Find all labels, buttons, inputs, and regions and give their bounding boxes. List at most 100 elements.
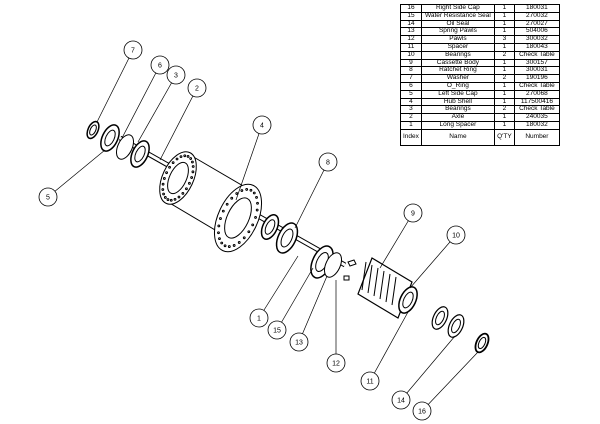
spring-pawls (324, 252, 342, 278)
bom-cell-number: 270032 (513, 11, 560, 21)
spoke-hole (217, 231, 220, 235)
spoke-hole (166, 198, 170, 201)
spoke-hole (191, 160, 194, 164)
bom-cell-qty: 1 (493, 120, 515, 130)
bearing-right-bore (402, 291, 414, 309)
spoke-hole (186, 155, 190, 158)
bom-cell-qty: 2 (493, 50, 515, 60)
balloon-circle (252, 115, 272, 135)
bom-cell-name: Left Side Cap (420, 89, 495, 99)
spoke-hole (223, 244, 227, 248)
spoke-hole (185, 187, 188, 191)
balloon-label: 3 (174, 73, 178, 80)
spoke-hole (191, 165, 195, 168)
washer (86, 120, 100, 140)
leader-line (235, 124, 263, 201)
spoke-hole (249, 188, 253, 192)
spoke-hole (219, 217, 222, 220)
balloon-label: 2 (195, 86, 199, 93)
leader-line (159, 87, 198, 161)
balloon-label: 6 (158, 63, 162, 70)
balloon-circle (38, 187, 58, 207)
spacer (431, 306, 449, 330)
spoke-hole (171, 161, 175, 165)
spoke-hole (252, 191, 256, 195)
spoke-hole (175, 157, 179, 161)
bom-cell-qty: 1 (493, 89, 515, 99)
balloon-circle (267, 320, 287, 340)
balloon-circle (150, 55, 170, 75)
leader-line (258, 255, 299, 319)
spoke-hole (190, 176, 194, 179)
balloon-circle (446, 225, 466, 245)
spoke-hole (245, 188, 249, 191)
balloon-circle (166, 65, 186, 85)
balloon-circle (403, 203, 423, 223)
balloon-circle (391, 390, 411, 410)
spoke-hole (254, 216, 257, 219)
spoke-hole (247, 230, 251, 234)
bom-cell-number: Check Table (513, 50, 560, 60)
balloon-label: 11 (366, 379, 373, 386)
cassette-spline (391, 276, 397, 306)
spoke-hole (188, 181, 191, 185)
pawls (343, 259, 357, 281)
right-side-cap-bore (477, 336, 487, 350)
balloon-label: 4 (260, 123, 264, 130)
bom-cell-number: 270068 (513, 89, 560, 99)
spoke-hole (237, 241, 241, 244)
cassette-spline (361, 261, 367, 291)
ratchet-ring-bore (280, 228, 294, 248)
left-side-cap-bore (104, 129, 116, 147)
spoke-hole (181, 191, 185, 195)
leader-line (276, 267, 314, 331)
spoke-hole (225, 202, 229, 206)
spoke-hole (227, 245, 231, 248)
spacer-bore (435, 310, 445, 326)
spoke-hole (218, 237, 221, 241)
spoke-hole (161, 182, 165, 186)
balloon-label: 8 (326, 160, 330, 167)
spoke-hole (163, 196, 167, 199)
spoke-hole (232, 244, 236, 247)
bom-header-row: Index Name Q'TY Number (400, 128, 560, 146)
balloon-label: 9 (411, 211, 415, 218)
leader-line (298, 275, 328, 343)
spoke-hole (217, 224, 221, 228)
spoke-hole (256, 201, 259, 205)
spoke-hole (173, 197, 177, 201)
leader-line (421, 351, 479, 412)
bearing-left-bore (134, 145, 146, 163)
cassette-spline (385, 273, 391, 303)
leader-line (121, 64, 161, 139)
spoke-hole (179, 155, 183, 159)
spoke-hole (230, 196, 234, 200)
balloon-label: 7 (131, 48, 135, 55)
balloon-label: 15 (273, 328, 281, 335)
spoke-hole (220, 241, 224, 245)
balloon-circle (249, 308, 269, 328)
balloon-circle (412, 401, 432, 421)
spoke-hole (242, 236, 246, 240)
spoke-hole (162, 192, 165, 196)
hub-parts (86, 120, 490, 354)
spoke-hole (221, 209, 225, 213)
right-side-cap (474, 332, 490, 354)
cassette-spline (379, 270, 385, 300)
header-index: Index (400, 128, 422, 146)
header-qty: Q'TY (493, 128, 515, 146)
leader-line (294, 161, 329, 229)
bom-cell-index: 1 (400, 120, 422, 130)
bom-cell-number: 180032 (513, 120, 560, 130)
spoke-hole (161, 188, 165, 191)
spoke-hole (235, 192, 239, 195)
hub-flange-left-bore (167, 161, 189, 195)
balloon-label: 12 (332, 361, 340, 368)
spoke-hole (168, 165, 171, 169)
